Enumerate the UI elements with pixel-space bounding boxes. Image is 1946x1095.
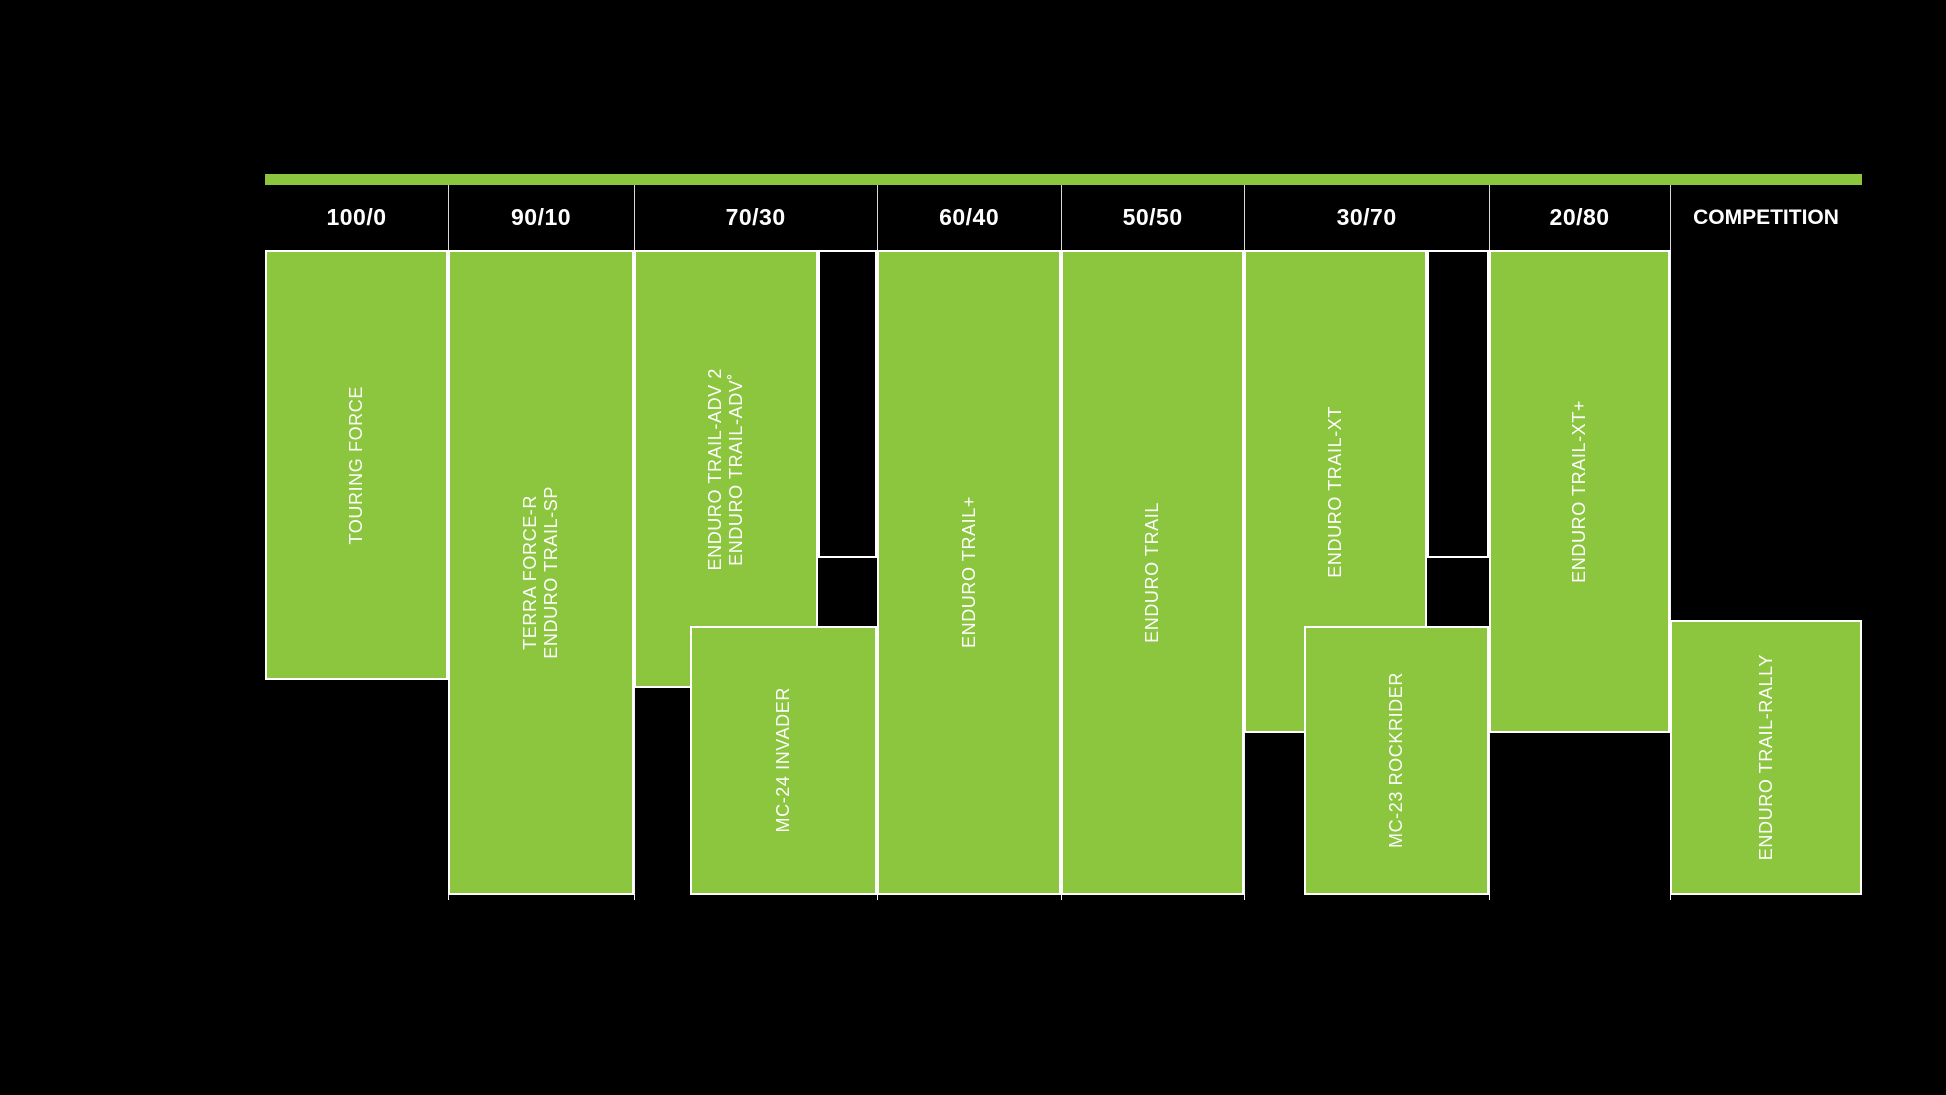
- bar-enduro-trail-plus[interactable]: ENDURO TRAIL+: [877, 250, 1062, 895]
- bar-label: ENDURO TRAIL-RALLY: [1755, 654, 1776, 861]
- bar-label-group: ENDURO TRAIL-XT+: [1491, 252, 1668, 731]
- bar-label: ENDURO TRAIL-XT: [1325, 405, 1346, 578]
- header-separator: [448, 185, 450, 250]
- header-cell-70-30[interactable]: 70/30: [725, 204, 786, 230]
- header-separator: [1244, 185, 1246, 250]
- bar-label-group: MC-23 ROCKRIDER: [1306, 628, 1487, 893]
- bar-mc-24-invader[interactable]: MC-24 INVADER: [690, 625, 878, 895]
- bar-label-group: ENDURO TRAIL-RALLY: [1672, 622, 1860, 893]
- bar-label-group: TOURING FORCE: [267, 252, 446, 678]
- header-separator: [1061, 185, 1063, 250]
- header-separator: [1670, 185, 1672, 250]
- bar-label-group: ENDURO TRAIL+: [879, 252, 1059, 893]
- header-cell-30-70[interactable]: 30/70: [1336, 204, 1397, 230]
- header-cell-100-0[interactable]: 100/0: [326, 204, 387, 230]
- bar-label: ENDURO TRAIL-XT+: [1569, 400, 1590, 583]
- bar-enduro-trail-rally[interactable]: ENDURO TRAIL-RALLY: [1670, 619, 1862, 895]
- bar-label: ENDURO TRAIL: [1142, 501, 1163, 643]
- header-cell-50-50[interactable]: 50/50: [1122, 204, 1183, 230]
- header-cell-20-80[interactable]: 20/80: [1549, 204, 1610, 230]
- bar-label: ENDURO TRAIL-ADV˚: [726, 372, 747, 566]
- header-cell-60-40[interactable]: 60/40: [939, 204, 1000, 230]
- header-separator: [877, 185, 879, 250]
- header-separator: [634, 185, 636, 250]
- bar-label: TERRA FORCE-R: [520, 494, 541, 650]
- header-separator: [1489, 185, 1491, 250]
- bar-label: MC-23 ROCKRIDER: [1386, 672, 1407, 849]
- bar-touring-force[interactable]: TOURING FORCE: [265, 250, 449, 681]
- bar-mc-23-rockrider[interactable]: MC-23 ROCKRIDER: [1304, 625, 1490, 895]
- bar-enduro-trail[interactable]: ENDURO TRAIL: [1061, 250, 1245, 895]
- accent-top-rule: [265, 174, 1862, 185]
- header-cell-90-10[interactable]: 90/10: [511, 204, 572, 230]
- bar-enduro-trail-xt-plus[interactable]: ENDURO TRAIL-XT+: [1489, 250, 1671, 733]
- bar-label: MC-24 INVADER: [773, 687, 794, 833]
- bar-label: TOURING FORCE: [346, 385, 367, 545]
- bar-label: ENDURO TRAIL+: [958, 496, 979, 649]
- header-cell-competition[interactable]: COMPETITION: [1693, 205, 1839, 229]
- bar-label: ENDURO TRAIL-SP: [541, 486, 562, 659]
- bar-label-group: MC-24 INVADER: [692, 628, 875, 893]
- bar-gap-70-30[interactable]: [818, 250, 878, 559]
- bar-gap-30-70[interactable]: [1427, 250, 1490, 559]
- category-header-row: 100/0 90/10 70/30 60/40 50/50 30/70 20/80 COMPE…: [265, 185, 1862, 250]
- column-grid-line: [1670, 250, 1672, 900]
- bar-label: ENDURO TRAIL-ADV 2: [705, 367, 726, 571]
- bar-label-group: ENDURO TRAIL: [1063, 252, 1242, 893]
